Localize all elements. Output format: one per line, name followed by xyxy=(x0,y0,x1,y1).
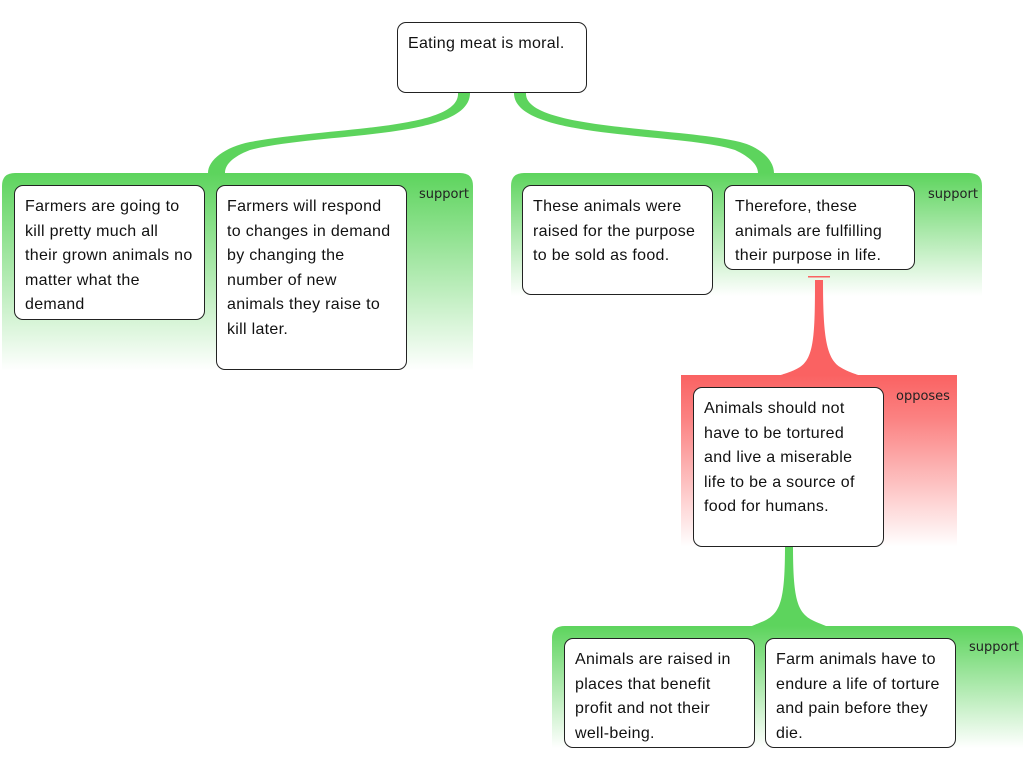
claim-node[interactable]: Farm animals have to endure a life of to… xyxy=(765,638,956,748)
claim-node[interactable]: Farmers are going to kill pretty much al… xyxy=(14,185,205,320)
connector-root-to-group-2 xyxy=(514,93,774,173)
relation-label-support: support xyxy=(969,640,1019,655)
connector-opposes-to-support xyxy=(752,545,826,626)
claim-node[interactable]: Therefore, these animals are fulfilling … xyxy=(724,185,915,270)
claim-node[interactable]: Farmers will respond to changes in deman… xyxy=(216,185,407,370)
relation-label-support: support xyxy=(928,187,978,202)
connector-root-to-group-1 xyxy=(208,93,470,173)
opposes-marker xyxy=(808,276,830,278)
claim-node[interactable]: Animals are raised in places that benefi… xyxy=(564,638,755,748)
relation-label-opposes: opposes xyxy=(896,389,950,404)
relation-label-support: support xyxy=(419,187,469,202)
root-claim-node[interactable]: Eating meat is moral. xyxy=(397,22,587,93)
connector-opposes xyxy=(781,280,858,375)
objection-node[interactable]: Animals should not have to be tortured a… xyxy=(693,387,884,547)
claim-node[interactable]: These animals were raised for the purpos… xyxy=(522,185,713,295)
